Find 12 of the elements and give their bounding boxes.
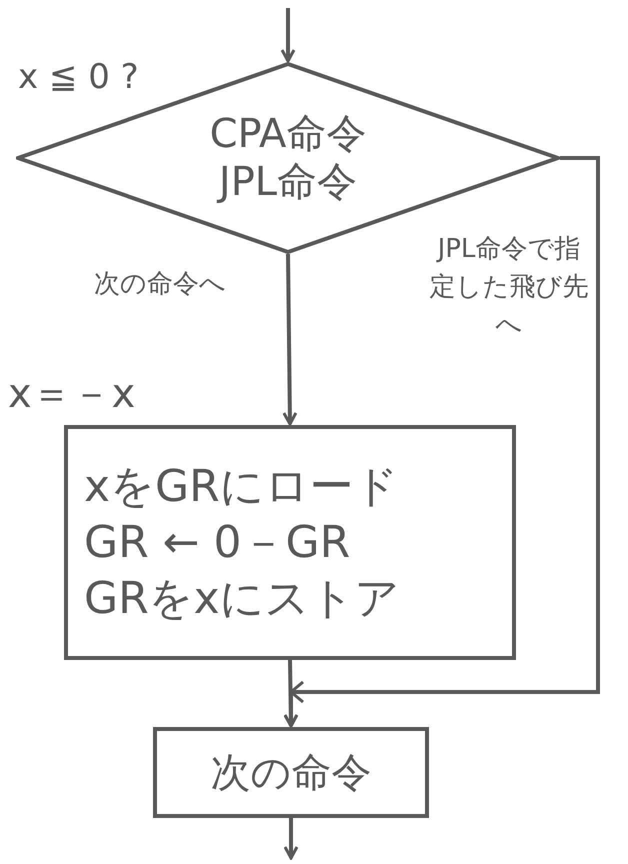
process-box xyxy=(153,727,429,818)
edge-label: 次の命令へ xyxy=(93,268,227,301)
condition-label: x＝－x xyxy=(8,370,136,419)
node-text: GR ← 0－GR xyxy=(83,516,350,570)
condition-label: x ≦ 0 ? xyxy=(18,56,139,99)
node-text: GRをxにストア xyxy=(83,572,400,626)
edge-label: JPL命令で指定した飛び先へ xyxy=(428,233,590,342)
node-text: JPL命令 xyxy=(218,158,358,206)
node-text: 次の命令 xyxy=(210,748,372,796)
process-box xyxy=(64,425,516,660)
node-text: xをGRにロード xyxy=(83,460,399,514)
node-text: CPA命令 xyxy=(210,110,366,158)
